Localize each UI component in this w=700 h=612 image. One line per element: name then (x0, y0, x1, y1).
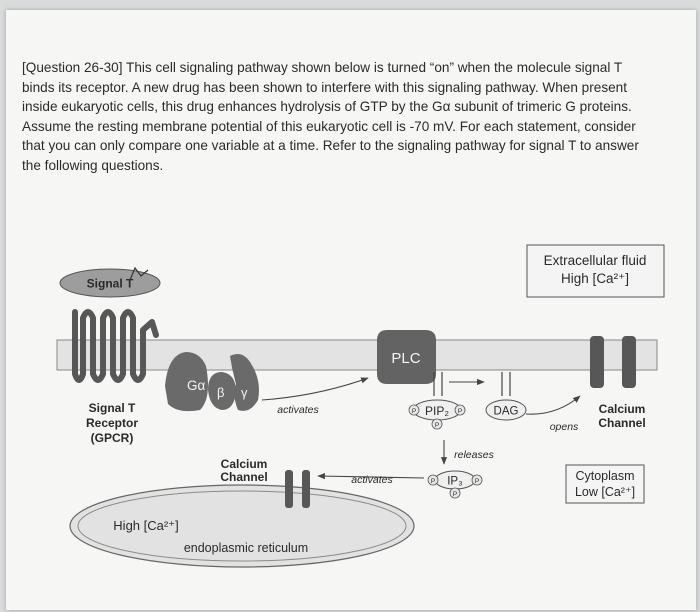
question-line: binds its receptor. A new drug has been … (22, 79, 628, 95)
extracellular-fluid-box: Extracellular fluid High [Ca²⁺] (526, 244, 665, 298)
phosphate-label: P (475, 478, 479, 485)
activates-arrow-bottom (317, 473, 425, 480)
question-line: the following questions. (22, 157, 164, 173)
er-channel-label-line1: Calcium (221, 457, 268, 471)
g-gamma-subunit (230, 354, 259, 411)
g-beta-subunit (208, 372, 236, 410)
phosphate-label: P (412, 408, 416, 415)
phosphate-icon (431, 418, 443, 430)
opens-arrow (525, 395, 581, 415)
plasma-membrane (56, 339, 658, 371)
phosphate-icon (449, 487, 461, 499)
signal-binding-mark (129, 266, 149, 281)
phosphate-label: P (453, 491, 457, 498)
activates-label-bottom: activates (351, 474, 393, 486)
plc-enzyme (377, 330, 436, 384)
er-label: endoplasmic reticulum (184, 541, 308, 555)
activates-label-top: activates (277, 404, 319, 416)
receptor-label-line1: Signal T (89, 401, 136, 415)
phosphate-label: P (435, 422, 439, 429)
signal-t-molecule: Signal T (59, 266, 161, 298)
gpcr-receptor (72, 309, 159, 383)
er-calcium-channel (285, 470, 310, 508)
pip2-label: PIP₂ (425, 404, 449, 418)
g-beta-label: β (217, 385, 224, 400)
receptor-label-line3: (GPCR) (91, 431, 134, 445)
releases-label: releases (454, 449, 494, 461)
phosphate-icon (427, 474, 439, 486)
plasma-channel-label-line1: Calcium (599, 402, 646, 416)
phosphate-label: P (458, 408, 462, 415)
cytoplasm-calcium-label: Low [Ca²⁺] (575, 485, 635, 499)
receptor-label-line2: Receptor (86, 416, 138, 430)
er-inner-membrane (77, 490, 407, 562)
g-gamma-label: γ (241, 385, 248, 400)
plasma-channel-label-line2: Channel (598, 416, 645, 430)
extracellular-calcium-label: High [Ca²⁺] (561, 271, 629, 286)
signal-t-label: Signal T (87, 277, 134, 291)
endoplasmic-reticulum (69, 484, 415, 568)
opens-label: opens (550, 421, 579, 433)
question-text: [Question 26-30] This cell signaling pat… (22, 58, 677, 175)
ip3-molecule: IP₃ P P P (427, 470, 483, 499)
activates-arrow-top (261, 377, 369, 401)
extracellular-label: Extracellular fluid (544, 253, 647, 268)
cytoplasm-label: Cytoplasm (575, 469, 634, 483)
question-line: inside eukaryotic cells, this drug enhan… (22, 99, 632, 114)
phosphate-icon (471, 474, 483, 486)
pip2-molecule: PIP₂ P P P (408, 399, 466, 430)
g-alpha-label: Gα (187, 378, 206, 393)
question-line: Assume the resting membrane potential of… (22, 118, 636, 134)
plasma-calcium-channel (590, 336, 636, 388)
er-channel-label-line2: Channel (220, 470, 267, 484)
dag-label: DAG (494, 406, 519, 418)
cytoplasm-box: Cytoplasm Low [Ca²⁺] (565, 464, 645, 504)
plc-label: PLC (391, 350, 420, 367)
phosphate-label: P (431, 478, 435, 485)
question-line: [Question 26-30] This cell signaling pat… (22, 60, 623, 75)
er-calcium-label: High [Ca²⁺] (113, 518, 178, 533)
ip3-label: IP₃ (447, 476, 463, 488)
phosphate-icon (408, 404, 420, 416)
g-alpha-subunit (165, 352, 208, 412)
dag-molecule: DAG (485, 399, 527, 421)
question-line: that you can only compare one variable a… (22, 138, 639, 153)
phosphate-icon (454, 404, 466, 416)
g-protein: Gα β γ (165, 352, 259, 412)
